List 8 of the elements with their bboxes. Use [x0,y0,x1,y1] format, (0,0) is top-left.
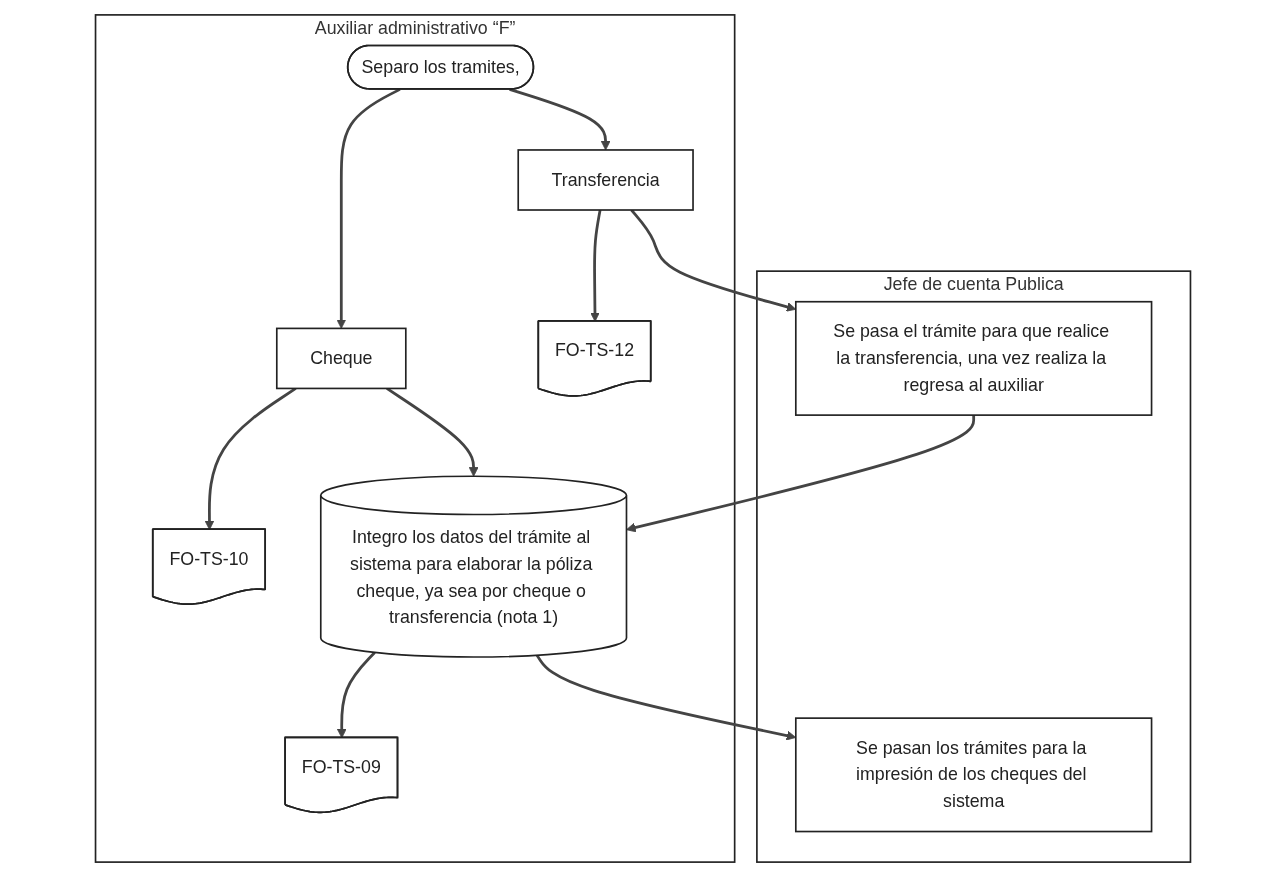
node-box: Cheque [275,327,407,390]
arrow [386,387,479,477]
node-box: Se pasan los trámites para la impresión de los cheques del sistema [794,717,1153,833]
arrow [509,88,611,151]
arrow [336,88,401,329]
node-box: Transferencia [517,149,694,211]
arrow [626,415,976,533]
node-box: Se pasa el trámite para que realice la transferencia, una vez realiza la regresa al auxiliar [794,300,1153,416]
